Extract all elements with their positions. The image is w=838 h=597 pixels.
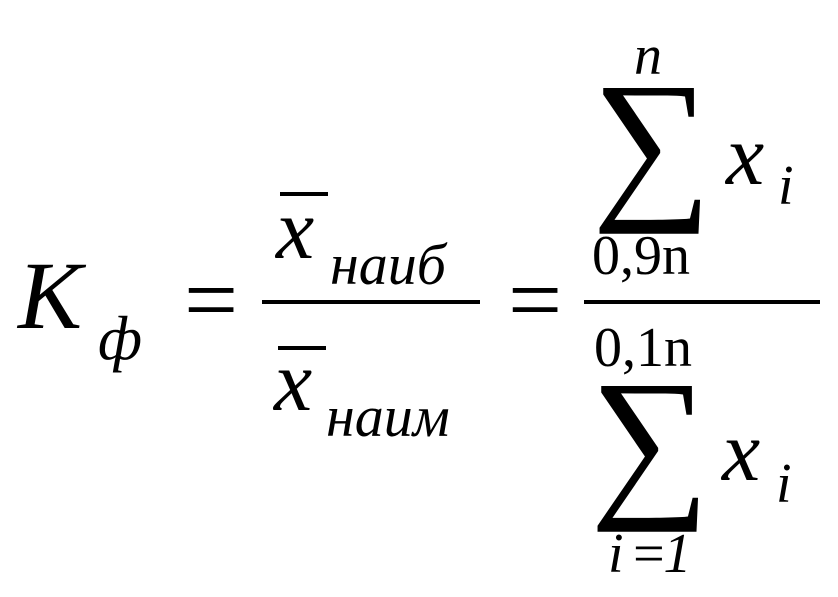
overbar-numerator (280, 192, 328, 196)
sum-1-symbol: ∑ (592, 49, 712, 235)
lhs-subscript: ф (98, 305, 143, 373)
fraction-1-denominator-variable: x (274, 333, 313, 429)
fraction-2-bar (584, 300, 820, 304)
sum-1-term-subscript: i (778, 155, 794, 217)
fraction-1-denominator-subscript: наим (326, 384, 450, 449)
fraction-1-numerator-subscript: наиб (330, 232, 446, 297)
overbar-denominator (278, 346, 326, 350)
sum-1-upper-limit: n (634, 25, 662, 87)
fraction-1-numerator-variable: x (276, 181, 315, 277)
equals-sign-2: = (508, 246, 563, 353)
sum-2-upper-limit: 0,1n (594, 317, 692, 379)
equals-sign-1: = (184, 246, 239, 353)
sum-1-term: x (726, 107, 765, 203)
fraction-1-bar (262, 300, 480, 304)
lhs-symbol: K (18, 242, 83, 349)
sum-1-lower-limit: 0,9n (592, 225, 690, 287)
sum-2-term: x (722, 403, 761, 499)
sum-2-lower-limit: i =1 (608, 523, 691, 585)
sum-2-symbol: ∑ (590, 347, 710, 533)
sum-2-term-subscript: i (776, 453, 792, 515)
